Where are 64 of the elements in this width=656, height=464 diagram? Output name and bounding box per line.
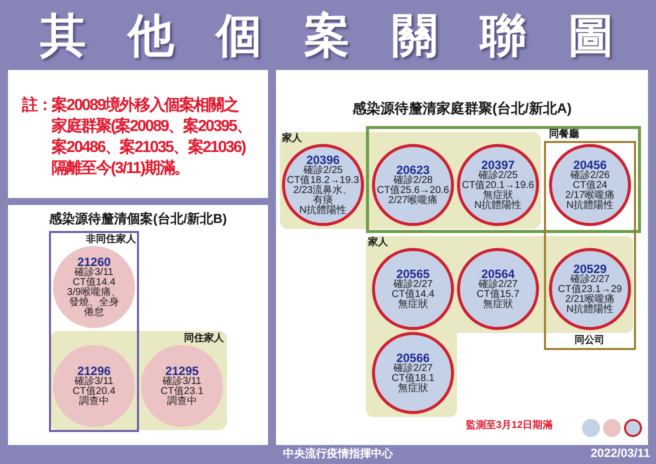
case-detail: 確診2/27 xyxy=(570,275,610,285)
case-detail: CT值18.2→19.3 xyxy=(286,176,360,186)
case-detail: 確診2/27 xyxy=(478,280,518,290)
group-label: 家人 xyxy=(368,237,388,248)
case-detail: 確診2/28 xyxy=(393,176,433,186)
case-detail: 無症狀 xyxy=(483,191,513,201)
case-detail: 調查中 xyxy=(167,397,197,407)
group-frame xyxy=(366,126,641,233)
case-number: 21260 xyxy=(77,256,111,268)
group-label: 非同住家人 xyxy=(86,234,136,245)
case-detail: CT值18.1 xyxy=(392,374,434,384)
case-number: 20565 xyxy=(396,268,430,280)
case-detail: N抗體陽性 xyxy=(566,305,614,315)
case-circle xyxy=(282,144,364,226)
case-detail: 無症狀 xyxy=(483,300,513,310)
case-detail: 確診3/11 xyxy=(162,377,202,387)
case-detail: CT值20.4 xyxy=(72,387,116,397)
case-detail: 3/9喉嚨痛、發燒、全身倦怠 xyxy=(66,288,122,318)
case-detail: 確診2/25 xyxy=(303,166,343,176)
case-detail: CT值20.1→19.6 xyxy=(462,181,534,191)
case-detail: 2/17喉嚨痛 xyxy=(565,191,615,201)
case-detail: CT值23.1 xyxy=(160,387,204,397)
case-detail: CT值15.7 xyxy=(476,290,520,300)
monitoring-note: 監測至3月12日期滿 xyxy=(466,420,553,432)
case-detail: CT值14.4 xyxy=(392,290,434,300)
case-detail: 確診2/26 xyxy=(570,171,610,181)
case-number: 20623 xyxy=(396,164,430,176)
case-detail: N抗體陽性 xyxy=(566,201,614,211)
footer-text: 中央流行疫情指揮中心 xyxy=(283,447,393,461)
case-detail: CT值14.4 xyxy=(72,278,116,288)
case-number: 20566 xyxy=(396,352,430,364)
group-frame xyxy=(544,141,636,350)
group-label: 同公司 xyxy=(574,334,604,346)
case-detail: 2/21喉嚨痛 xyxy=(565,295,615,305)
case-number: 20397 xyxy=(481,159,515,171)
case-number: 20564 xyxy=(481,268,515,280)
case-detail: 2/23流鼻水、有痰 xyxy=(292,186,354,206)
case-detail: 確診2/27 xyxy=(393,364,433,374)
case-number: 21295 xyxy=(165,365,199,377)
case-number: 20456 xyxy=(573,159,607,171)
case-number: 20529 xyxy=(573,263,607,275)
case-detail: 無症狀 xyxy=(398,300,428,310)
case-number: 20396 xyxy=(306,154,340,166)
case-number: 21296 xyxy=(77,365,111,377)
case-detail: 無症狀 xyxy=(398,384,428,394)
case-detail: 2/27喉嚨痛 xyxy=(388,196,438,206)
case-detail: 確診2/27 xyxy=(393,280,433,290)
case-detail: 確診2/25 xyxy=(478,171,518,181)
footer-date: 2022/03/11 xyxy=(590,446,650,461)
note-text: 註：案20089境外移入個案相關之家庭群聚(案20089、案20395、案20486、案21035、案21036)隔離至今(3/11)期滿。 xyxy=(22,95,252,179)
page-title: 其他個案關聯圖 xyxy=(40,9,615,61)
case-detail: 確診3/11 xyxy=(74,377,114,387)
cluster-heading: 感染源待釐清家庭群聚(台北/新北A) xyxy=(352,100,572,116)
cluster-heading: 感染源待釐清個案(台北/新北B) xyxy=(49,211,227,226)
group-label: 家人 xyxy=(282,133,302,144)
case-detail: CT值24 xyxy=(572,181,608,191)
case-detail: 確診3/11 xyxy=(74,268,114,278)
group-label: 同餐廳 xyxy=(549,129,579,140)
case-detail: N抗體陽性 xyxy=(299,206,347,216)
case-detail: 調查中 xyxy=(79,397,109,407)
case-detail: N抗體陽性 xyxy=(474,201,522,211)
group-label: 同住家人 xyxy=(184,333,224,344)
case-detail: CT值25.6→20.6 xyxy=(376,186,450,196)
case-detail: CT值23.1→29 xyxy=(558,285,622,295)
